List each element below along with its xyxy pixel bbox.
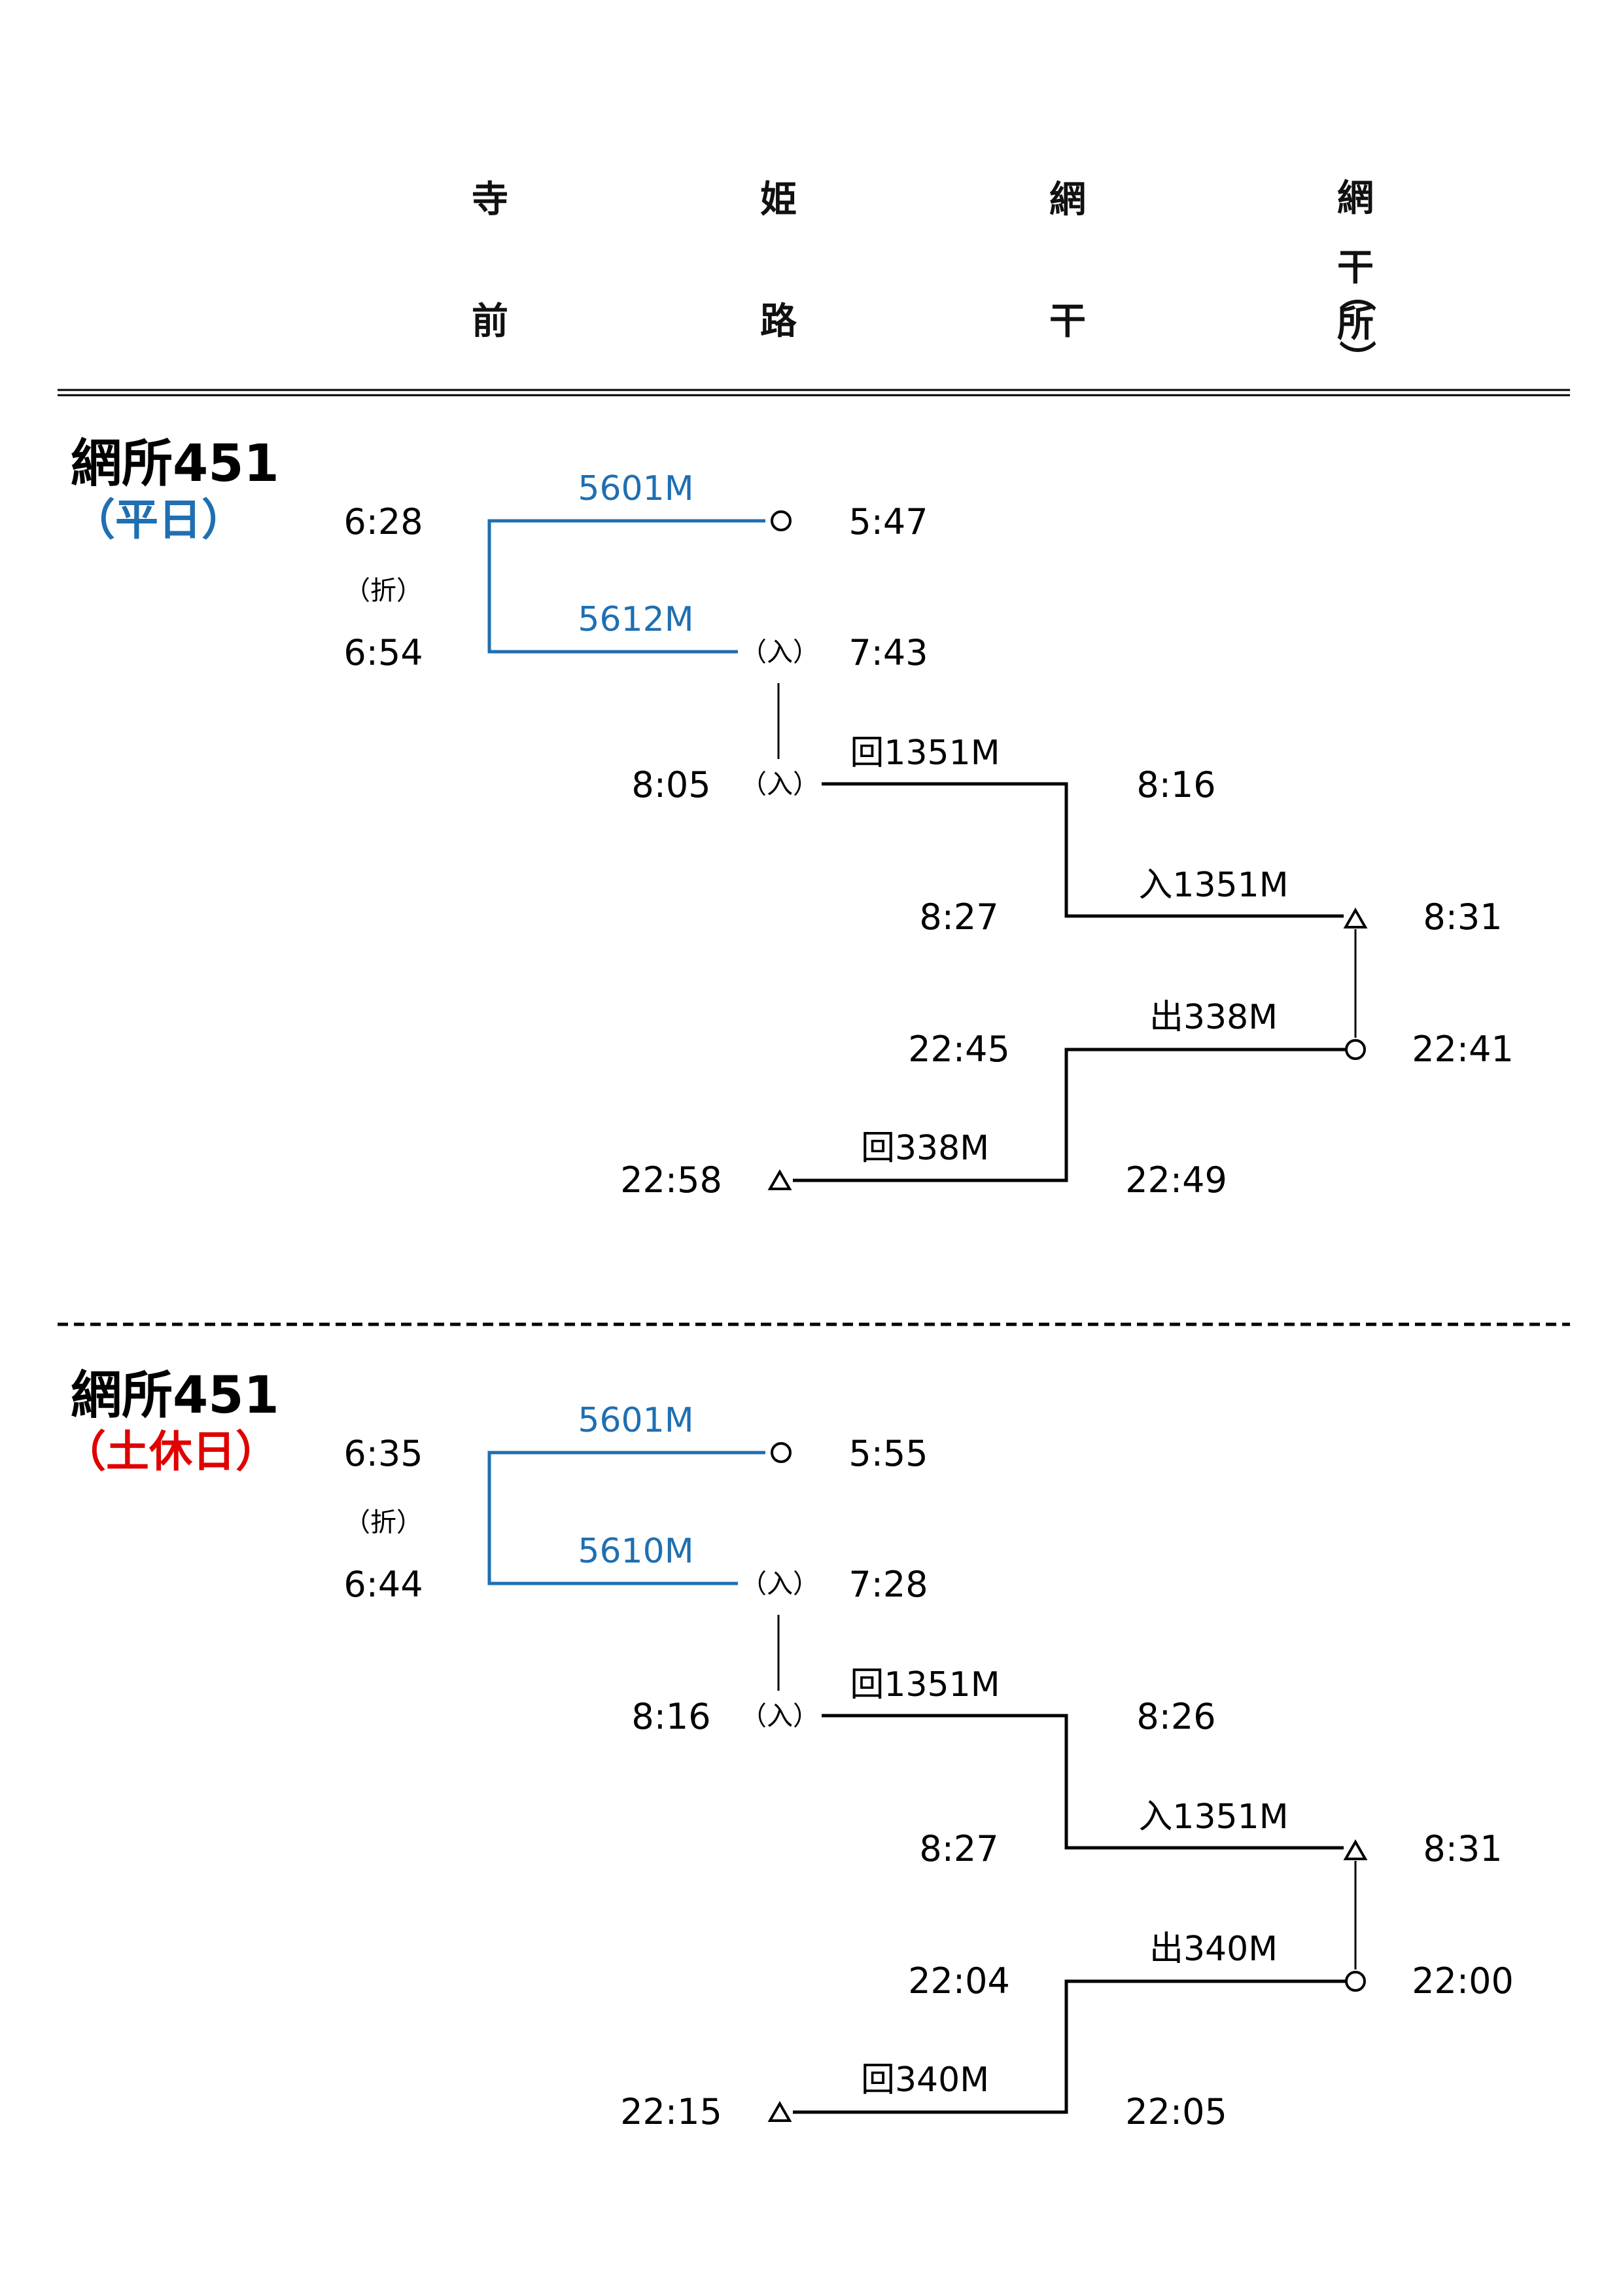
section-weekend: 網所451 （土休日） 5601M 5610M 回1351M 入1351M 出3…: [63, 1366, 1514, 2132]
time-label: 8:31: [1423, 896, 1502, 938]
station-depot-char-3: （: [1335, 275, 1377, 311]
station-himeji-char-1: 姫: [760, 179, 797, 221]
time-label: 8:27: [919, 1828, 998, 1869]
time-label: 6:35: [343, 1433, 423, 1474]
station-depot-char-1: 網: [1337, 177, 1374, 220]
train-number: 入1351M: [1138, 866, 1288, 905]
time-label: 8:05: [631, 764, 710, 805]
depot-circle-icon: [1345, 1971, 1366, 1992]
station-aboshi-char-1: 網: [1049, 179, 1086, 221]
train-number: 回340M: [861, 2060, 989, 2100]
triangle-marker-icon: [1343, 1839, 1368, 1860]
station-depot-char-2: 干: [1337, 247, 1374, 289]
train-line-t1: [487, 519, 765, 654]
section-title: 網所451: [71, 1366, 279, 1425]
day-label: （土休日）: [63, 1426, 279, 1477]
time-label: 22:45: [908, 1029, 1010, 1070]
station-himeji-char-2: 路: [760, 300, 797, 343]
time-label: 22:05: [1125, 2091, 1227, 2132]
train-line-t1: [487, 1451, 765, 1585]
train-number: 回1351M: [850, 1665, 1000, 1704]
time-label: 5:47: [848, 501, 928, 542]
terminal-circle-icon: [771, 1442, 792, 1463]
time-label: 7:43: [848, 632, 928, 673]
train-number: 回1351M: [850, 733, 1000, 773]
train-number: 5601M: [578, 1401, 693, 1440]
station-depot-char-5: ）: [1335, 340, 1377, 377]
station-aboshi-char-2: 干: [1049, 300, 1086, 343]
time-label: 8:16: [1136, 764, 1215, 805]
triangle-marker-icon: [767, 1169, 792, 1190]
time-label: 5:55: [848, 1433, 928, 1474]
station-header: 寺 前 姫 路 網 干 網 干 （ 所 ）: [472, 177, 1377, 377]
time-label: 22:00: [1412, 1960, 1514, 2002]
time-label: 7:28: [848, 1564, 928, 1605]
train-number: 5610M: [578, 1532, 693, 1571]
time-label: 22:58: [620, 1159, 722, 1201]
triangle-marker-icon: [767, 2100, 792, 2122]
time-label: 8:27: [919, 896, 998, 938]
time-label: 22:41: [1412, 1029, 1514, 1070]
train-number: 出338M: [1149, 998, 1278, 1037]
time-label: 22:04: [908, 1960, 1010, 2002]
entry-mark: （入）: [741, 769, 819, 800]
depot-circle-icon: [1345, 1039, 1366, 1060]
train-number: 5612M: [578, 600, 693, 639]
train-line-t3: [822, 1714, 1344, 1850]
terminal-circle-icon: [771, 510, 792, 531]
time-label: 6:54: [343, 632, 423, 673]
entry-mark: （入）: [741, 1701, 819, 1731]
section-title: 網所451: [71, 434, 279, 493]
entry-mark: （入）: [741, 637, 819, 667]
train-number: 出340M: [1149, 1930, 1278, 1969]
station-teramae-char-2: 前: [472, 300, 508, 343]
train-number: 回338M: [861, 1129, 989, 1168]
time-label: 6:28: [343, 501, 423, 542]
section-weekday: 網所451 （平日） 5601M 5612M 回1351M 入1351M 出33…: [71, 434, 1514, 1201]
train-number: 入1351M: [1138, 1797, 1288, 1837]
time-label: 8:26: [1136, 1696, 1215, 1737]
entry-mark: （入）: [741, 1569, 819, 1599]
train-line-t5: [793, 1979, 1346, 2114]
day-label: （平日）: [72, 495, 245, 545]
time-label: 22:49: [1125, 1159, 1227, 1201]
time-label: 8:16: [631, 1696, 710, 1737]
station-teramae-char-1: 寺: [472, 179, 508, 221]
train-line-t3: [822, 782, 1344, 918]
time-label: 8:31: [1423, 1828, 1502, 1869]
fold-mark: （折）: [344, 576, 423, 606]
train-number: 5601M: [578, 469, 693, 508]
triangle-marker-icon: [1343, 907, 1368, 928]
time-label: 22:15: [620, 2091, 722, 2132]
fold-mark: （折）: [344, 1508, 423, 1538]
time-label: 6:44: [343, 1564, 423, 1605]
station-depot-char-4: 所: [1337, 303, 1374, 345]
train-line-t5: [793, 1048, 1346, 1182]
